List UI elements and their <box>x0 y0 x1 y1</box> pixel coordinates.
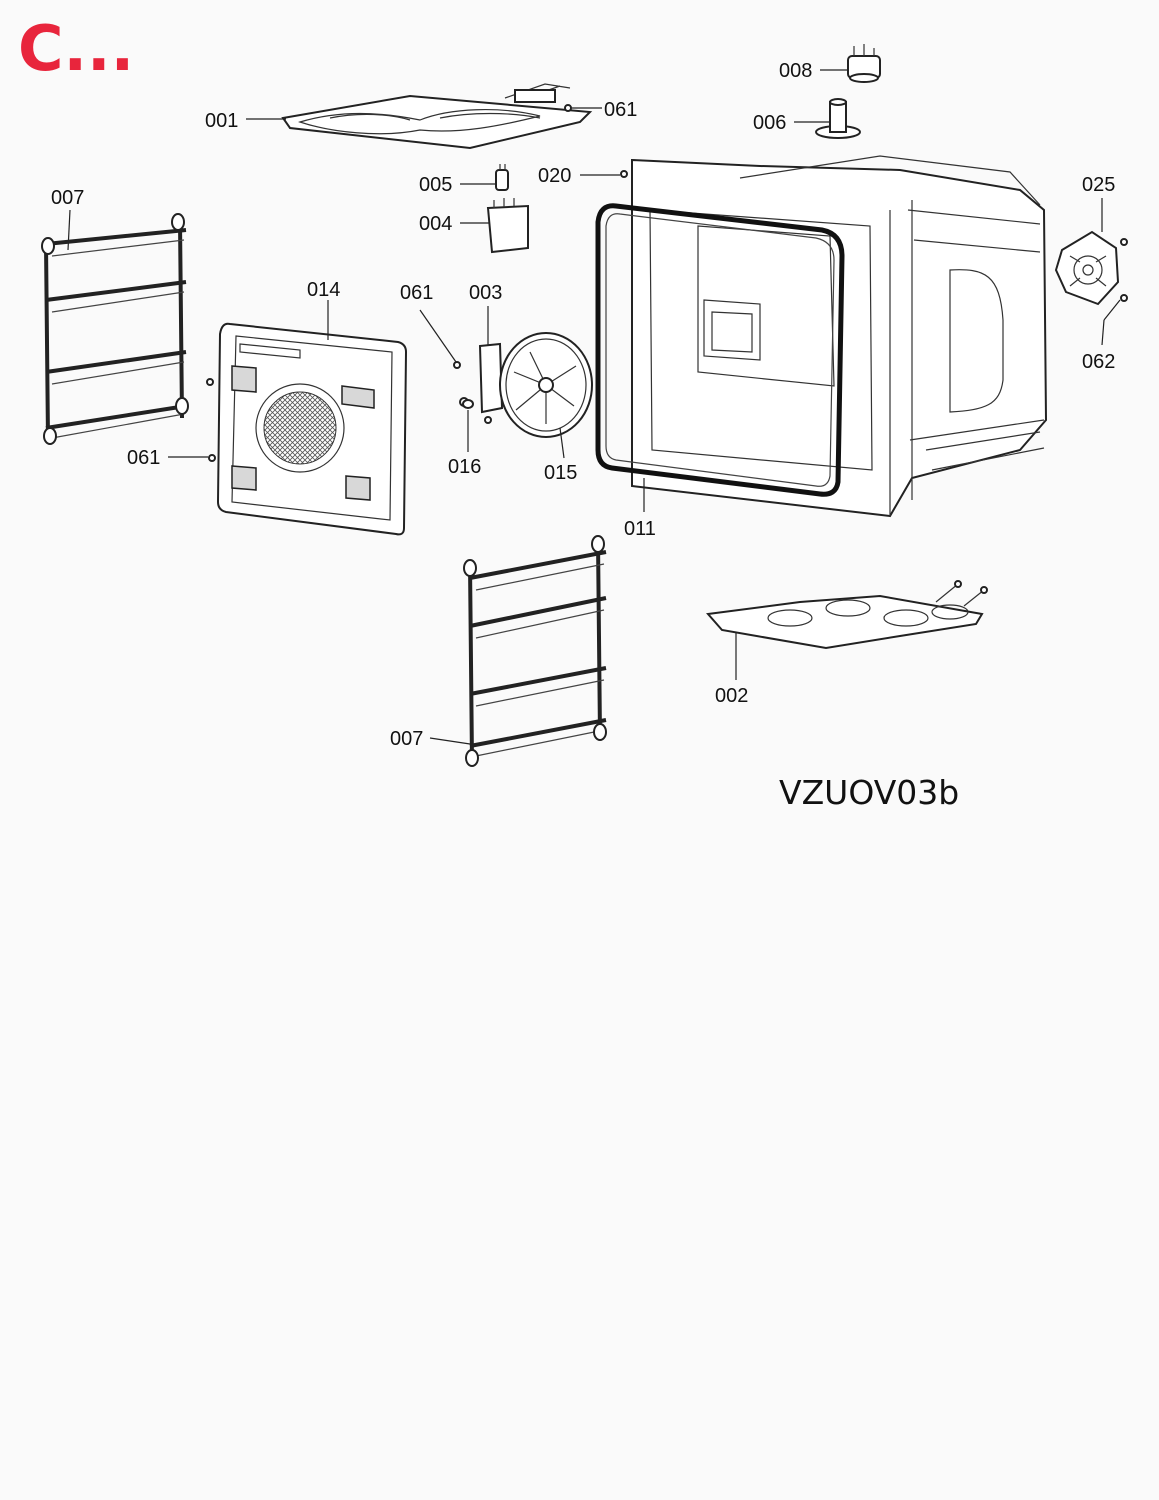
label-014: 014 <box>307 279 340 301</box>
part-008-lamp-holder <box>847 44 881 83</box>
label-003: 003 <box>469 282 502 304</box>
part-007-shelf-support-left <box>41 213 189 445</box>
leader-lines <box>67 69 1121 745</box>
label-001: 001 <box>205 110 238 132</box>
part-016-nut <box>462 399 474 409</box>
label-005: 005 <box>419 174 452 196</box>
label-004: 004 <box>419 213 452 235</box>
label-008: 008 <box>779 60 812 82</box>
label-061: 061 <box>604 99 637 121</box>
part-006-lamp-cover <box>815 98 861 139</box>
label-007: 007 <box>390 728 423 750</box>
part-005-sensor <box>495 164 509 191</box>
label-061: 061 <box>127 447 160 469</box>
label-061: 061 <box>400 282 433 304</box>
brand-logo: C... <box>18 12 135 85</box>
diagram-code: VZUOV03b <box>779 773 959 812</box>
label-015: 015 <box>544 462 577 484</box>
part-011-door-gasket <box>595 203 845 497</box>
screw-061-c <box>208 454 216 462</box>
label-002: 002 <box>715 685 748 707</box>
part-014-rear-panel <box>216 322 408 536</box>
part-001-grill-element <box>281 83 593 150</box>
part-015-fan-wheel <box>499 332 593 438</box>
label-025: 025 <box>1082 174 1115 196</box>
screw-left-panel <box>206 378 214 386</box>
screw-061-b <box>453 361 461 369</box>
part-020-screw <box>620 170 628 178</box>
part-004-thermostat <box>486 198 529 254</box>
label-007: 007 <box>51 187 84 209</box>
label-016: 016 <box>448 456 481 478</box>
label-011: 011 <box>624 518 656 540</box>
part-003-fan-bracket <box>459 342 504 424</box>
label-006: 006 <box>753 112 786 134</box>
callout-labels: 001 061 008 006 005 020 025 007 004 014 … <box>51 60 1115 750</box>
label-020: 020 <box>538 165 571 187</box>
part-025-fan-motor <box>1054 230 1128 306</box>
part-007-shelf-support-bottom <box>463 535 607 767</box>
part-002-bottom-element <box>706 580 988 650</box>
label-062: 062 <box>1082 351 1115 373</box>
